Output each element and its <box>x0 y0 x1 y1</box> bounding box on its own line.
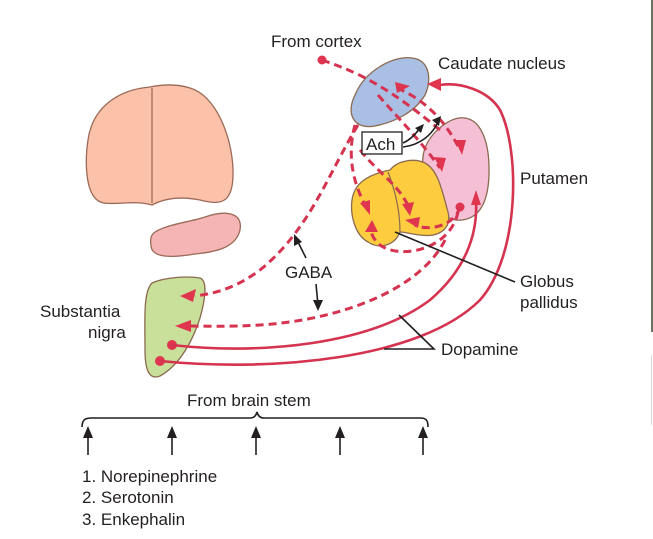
from-brain-stem-label: From brain stem <box>187 391 311 410</box>
substantia-nigra-shape <box>144 276 206 378</box>
gaba-pointer-up-head <box>294 234 302 246</box>
caudate-to-globus-path <box>349 124 370 211</box>
putamen-label: Putamen <box>520 169 588 188</box>
dopamine-path-to-caudate <box>158 83 515 366</box>
cerebral-cortex-shape <box>85 84 234 206</box>
gaba-pointer-down-head <box>313 300 323 311</box>
right-edge-border-faint <box>651 355 652 425</box>
gaba-path-upper <box>194 124 360 298</box>
putamen-dopamine-arrowhead <box>471 190 481 205</box>
brain-stem-arrow-4 <box>335 426 345 455</box>
brain-stem-arrow-3 <box>251 426 261 455</box>
right-edge-border <box>651 0 653 332</box>
substantia-nigra-label-2: nigra <box>88 323 126 342</box>
transmitter-item-3: 3. Enkephalin <box>82 510 185 529</box>
nigra-arrowhead-upper <box>180 289 196 302</box>
ach-arrowhead-1 <box>415 124 424 133</box>
globus-pallidus-divider <box>387 171 401 233</box>
globus-pallidus-shape <box>350 159 450 247</box>
caudate-dopamine-arrowhead <box>427 78 441 91</box>
putamen-arrowhead-1 <box>455 140 466 155</box>
globus-pallidus-leader <box>394 231 516 283</box>
putamen-to-globus-path <box>414 206 462 230</box>
nigra-arrowhead-lower <box>175 320 191 332</box>
globus-pallidus-label-1: Globus <box>520 272 574 291</box>
globus-arrowhead-2 <box>402 202 414 216</box>
brain-stem-arrows <box>83 426 428 455</box>
putamen-loop-path <box>369 211 460 254</box>
globus-arrowhead-1 <box>360 200 370 215</box>
globus-arrowhead-3 <box>405 217 420 228</box>
dopamine-leader <box>384 314 436 350</box>
transmitter-item-2: 2. Serotonin <box>82 488 174 507</box>
brain-stem-arrow-2 <box>167 426 177 455</box>
putamen-arrowhead-2 <box>434 157 446 172</box>
caudate-to-globus-path-2 <box>358 149 412 211</box>
dopamine-path-to-putamen <box>170 198 478 350</box>
brain-stem-arrow-1 <box>83 426 93 455</box>
thalamus-shape <box>149 212 241 258</box>
from-cortex-label: From cortex <box>271 32 362 51</box>
ach-arrow-2 <box>402 121 439 148</box>
globus-pallidus-label-2: pallidus <box>520 293 578 312</box>
brain-stem-brace <box>81 411 429 428</box>
caudate-nucleus-label: Caudate nucleus <box>438 54 566 73</box>
caudate-to-putamen-path <box>396 86 462 151</box>
brain-stem-arrow-5 <box>418 426 428 455</box>
dopamine-label: Dopamine <box>441 340 519 359</box>
ach-box <box>361 131 403 155</box>
transmitter-item-1: 1. Norepinephrine <box>82 467 217 486</box>
gaba-label: GABA <box>285 263 333 282</box>
substantia-nigra-label-1: Substantia <box>40 302 121 321</box>
gaba-path-lower <box>189 239 447 328</box>
caudate-to-putamen-path-2 <box>376 94 442 169</box>
ach-arrow-1 <box>402 127 421 144</box>
globus-arrowhead-4 <box>365 220 378 232</box>
ach-label: Ach <box>366 135 395 154</box>
caudate-nucleus-shape <box>350 57 430 128</box>
ach-arrowhead-2 <box>432 116 441 126</box>
